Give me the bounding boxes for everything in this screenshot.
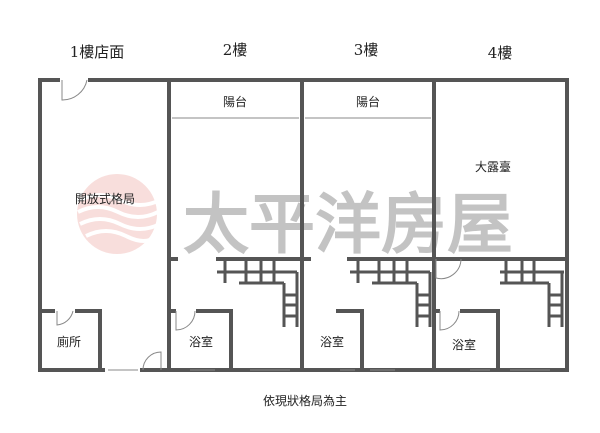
room-balcony-3f: 陽台: [356, 94, 380, 109]
walls: [38, 78, 569, 372]
room-terrace-4f: 大露臺: [475, 159, 511, 174]
room-bathroom-2f: 浴室: [189, 334, 213, 349]
room-bathroom-3f: 浴室: [320, 334, 344, 349]
watermark-text: 太平洋房屋: [183, 185, 513, 263]
stairs-floor-2: [217, 259, 299, 327]
stairs-floor-4: [500, 259, 564, 327]
watermark-logo: [77, 174, 161, 254]
room-bathroom-4f: 浴室: [452, 337, 476, 352]
stairs-floor-3: [350, 259, 432, 327]
caption: 依現狀格局為主: [263, 393, 347, 408]
floor-4-title: 4樓: [488, 44, 513, 62]
floor-2-title: 2樓: [223, 41, 248, 59]
floor-3-title: 3樓: [354, 41, 379, 59]
room-balcony-2f: 陽台: [223, 94, 247, 109]
room-toilet: 廁所: [57, 334, 81, 349]
room-open-plan: 開放式格局: [75, 191, 135, 206]
floor-1-title: 1樓店面: [70, 43, 125, 61]
